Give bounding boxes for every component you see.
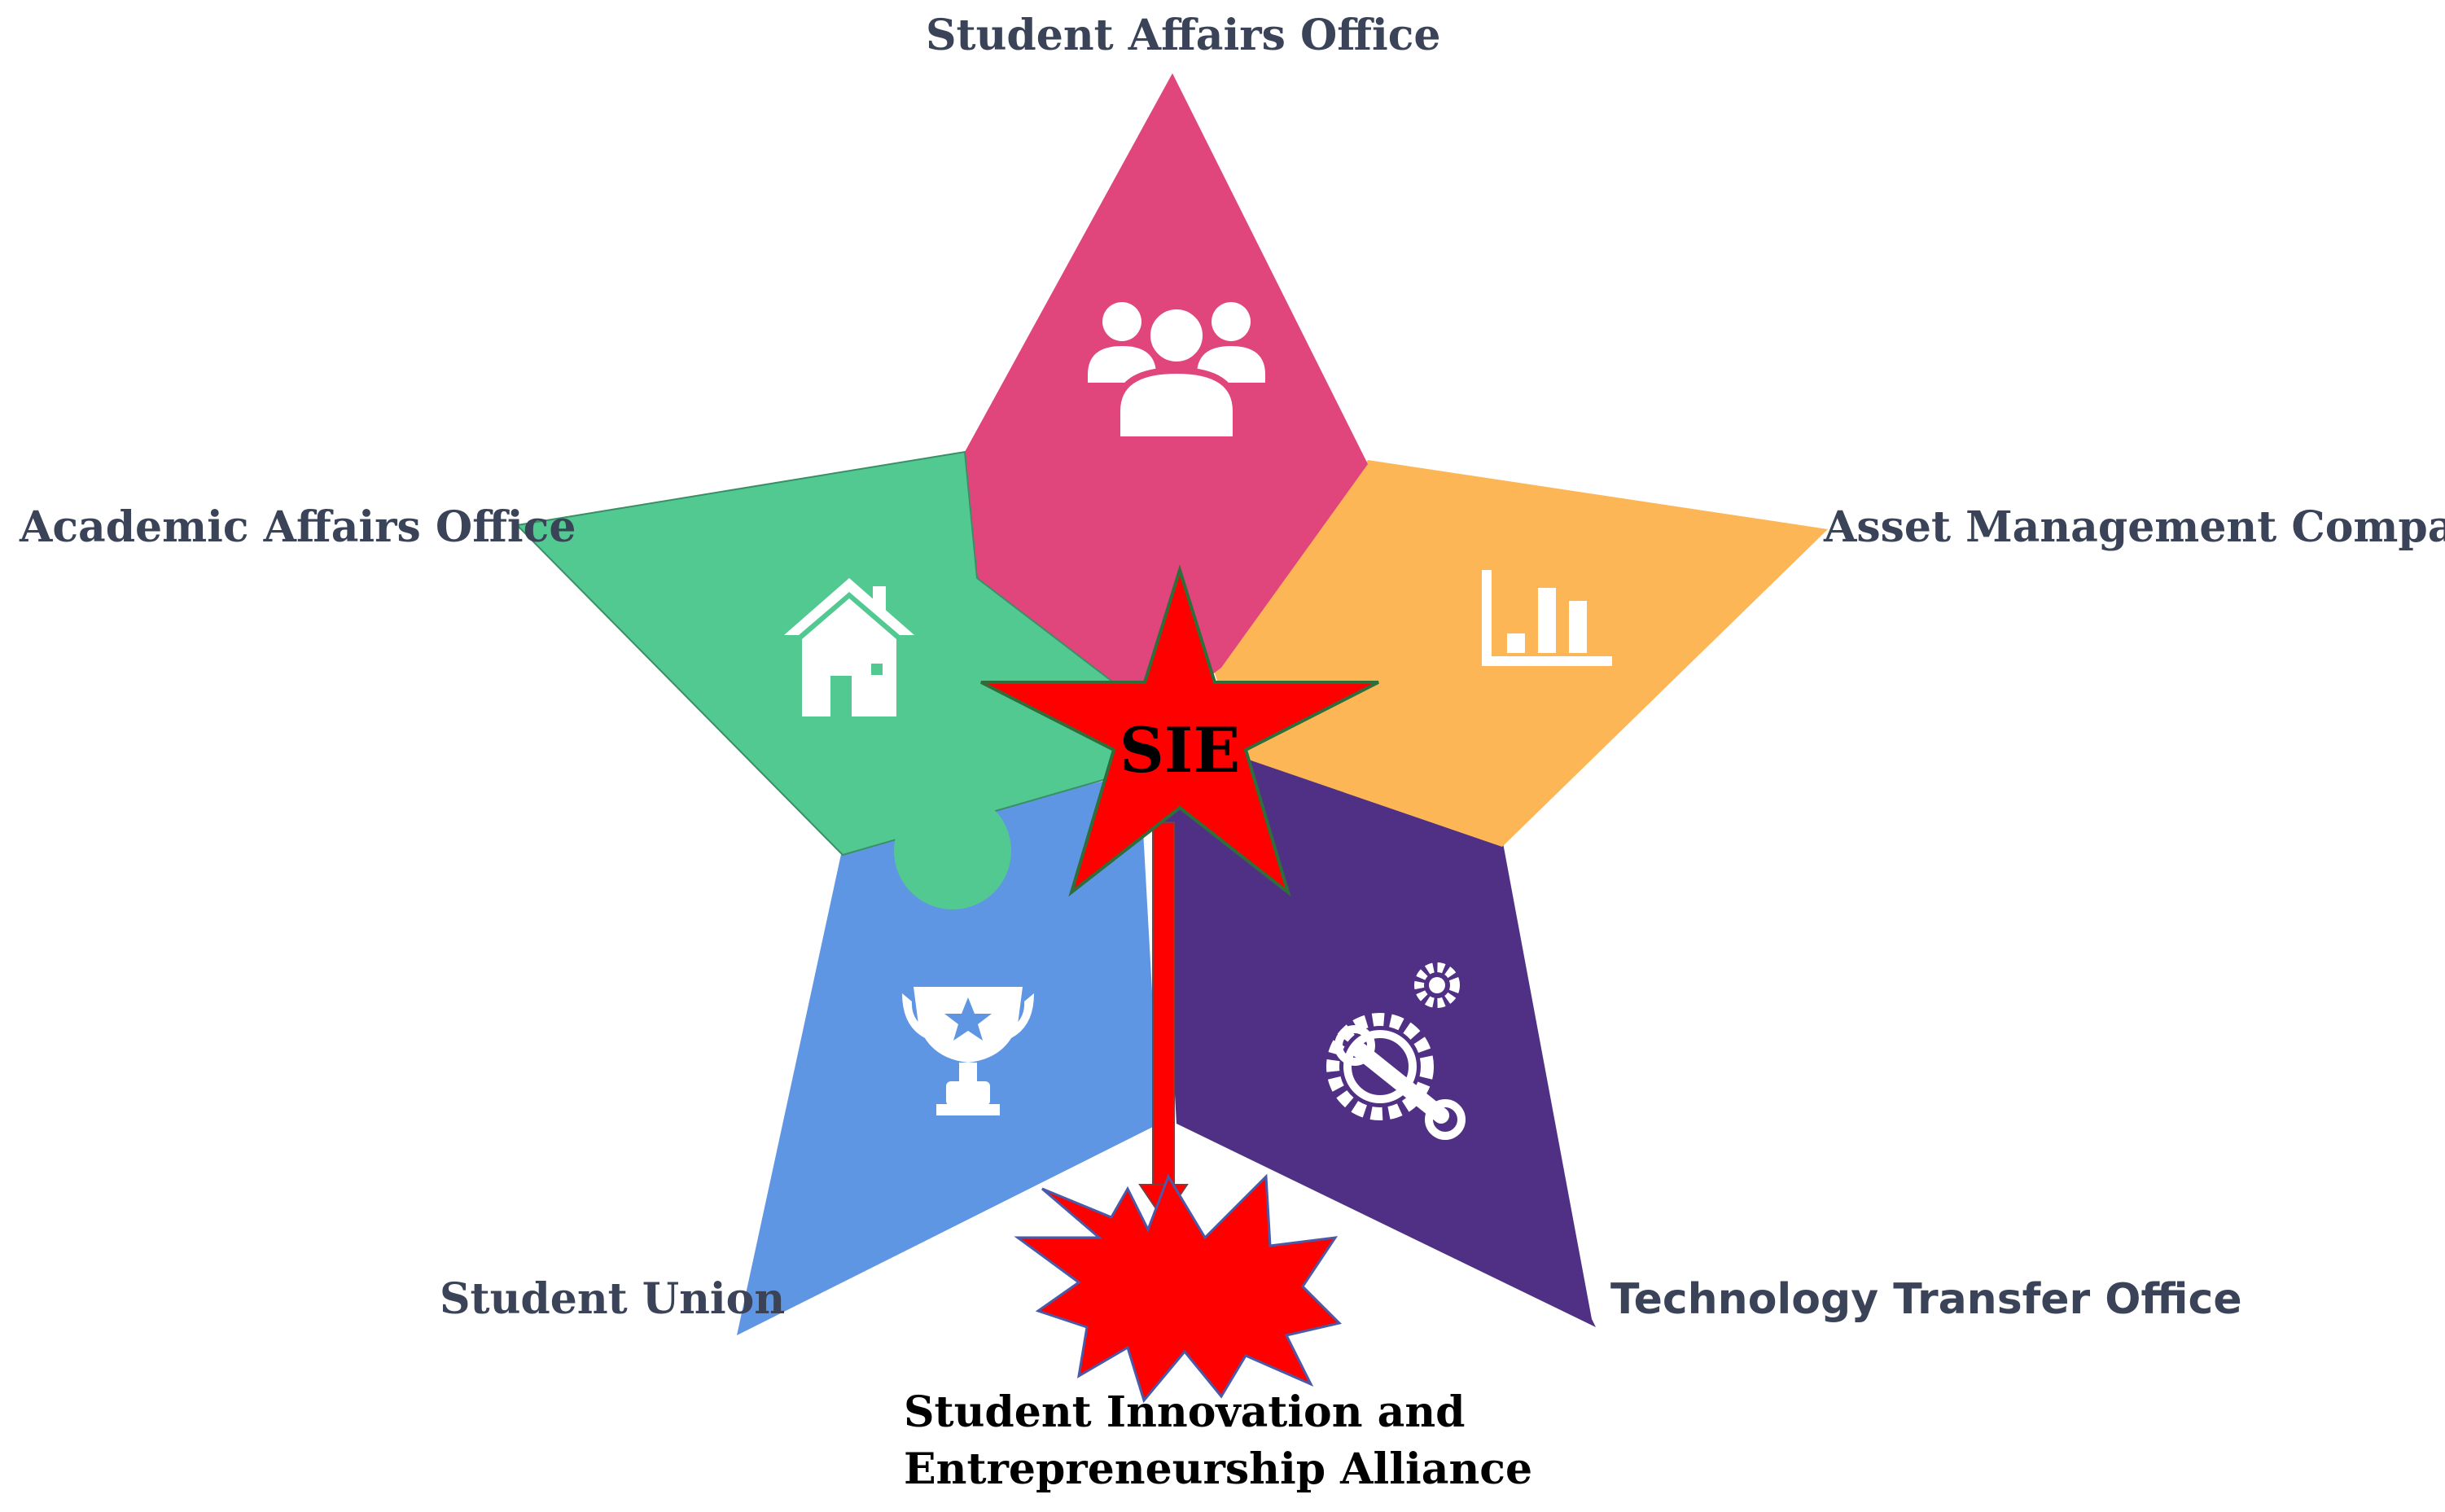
label-technology-transfer: Technology Transfer Office <box>1610 1275 2242 1324</box>
label-student-affairs: Student Affairs Office <box>926 11 1441 60</box>
label-academic-affairs: Academic Affairs Office <box>20 502 576 552</box>
arrow-shaft <box>1152 822 1175 1194</box>
label-output-line2: Entrepreneurship Alliance <box>904 1444 1533 1495</box>
piece-asset-management <box>1209 460 1828 847</box>
people-group-icon <box>1088 302 1265 443</box>
house-icon <box>784 578 914 717</box>
label-output: Student Innovation and Entrepreneurship … <box>904 1384 1533 1498</box>
label-asset-management: Asset Management Company <box>1824 502 2445 552</box>
bar-chart-icon <box>1482 570 1612 666</box>
trophy-icon <box>902 987 1034 1115</box>
piece-technology-transfer <box>1156 757 1596 1327</box>
burst-shape <box>1014 1173 1342 1404</box>
center-star <box>980 564 1379 897</box>
knob-academic-affairs <box>894 792 1011 909</box>
label-output-line1: Student Innovation and <box>904 1387 1466 1437</box>
center-star-label: SIE <box>1120 714 1240 787</box>
gears-wrench-icon <box>1326 962 1466 1140</box>
label-student-union: Student Union <box>440 1274 786 1324</box>
